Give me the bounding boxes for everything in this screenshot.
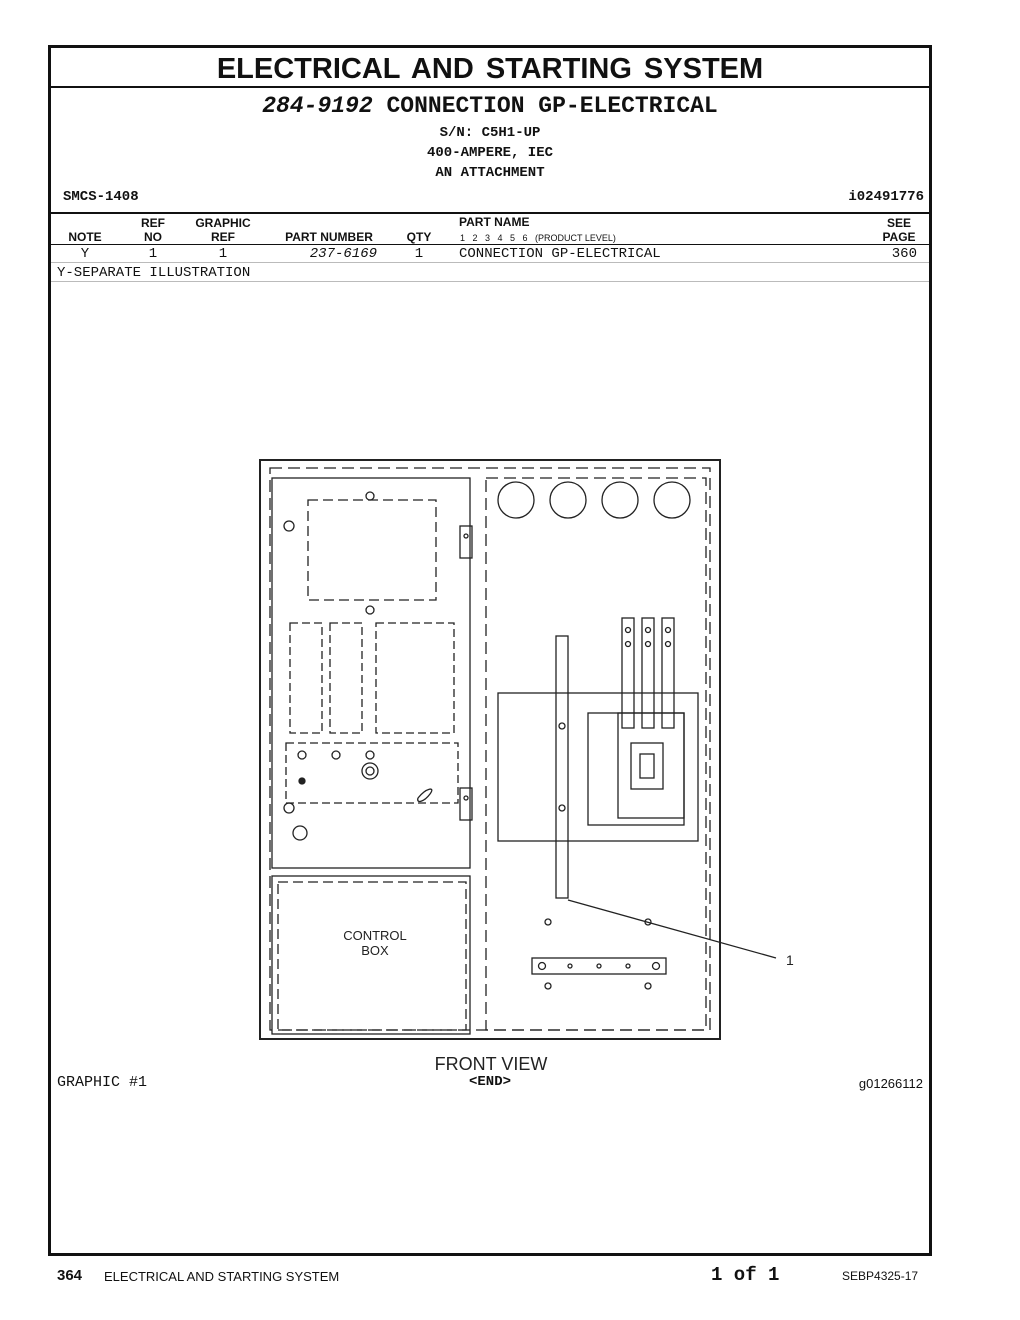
footer-section: ELECTRICAL AND STARTING SYSTEM [104, 1269, 340, 1284]
col-product-levels: 1 2 3 4 5 6 (PRODUCT LEVEL) [460, 233, 616, 243]
group-title: 284-9192 CONNECTION GP-ELECTRICAL [51, 92, 929, 120]
footer-page-of: 1 of 1 [711, 1264, 780, 1286]
page-frame: ELECTRICAL AND STARTING SYSTEM 284-9192 … [48, 45, 932, 1256]
row-qty: 1 [414, 246, 424, 262]
row-see-page: 360 [891, 246, 917, 262]
illustration-id: i02491776 [848, 189, 924, 205]
table-header-bottom-rule [51, 244, 929, 245]
control-box-label-1: CONTROL [343, 928, 407, 943]
row-part-number: 237-6169 [309, 246, 377, 262]
end-marker: <END> [468, 1074, 511, 1090]
table-header-top-rule [51, 212, 929, 214]
spec-line: 400-AMPERE, IEC [426, 145, 554, 161]
smcs-code: SMCS-1408 [63, 189, 139, 205]
graphic-number: g01266112 [858, 1076, 923, 1091]
attachment-line: AN ATTACHMENT [435, 165, 545, 181]
col-part-number: PART NUMBER [285, 230, 373, 244]
row-divider [51, 262, 929, 263]
col-ref-no-2: NO [144, 230, 162, 244]
row-graphic-ref: 1 [218, 246, 228, 262]
group-name: CONNECTION GP-ELECTRICAL [386, 93, 718, 119]
col-see-page-1: SEE [886, 216, 911, 230]
section-title: ELECTRICAL AND STARTING SYSTEM [51, 52, 929, 88]
footer-page-number: 364 [57, 1267, 83, 1284]
row-ref-no: 1 [148, 246, 158, 262]
control-box-label-2: BOX [361, 943, 389, 958]
graphic-label: GRAPHIC #1 [57, 1074, 148, 1091]
col-see-page-2: PAGE [882, 230, 916, 244]
group-part-number: 284-9192 [262, 93, 373, 119]
row-note: Y [80, 246, 90, 262]
row-divider [51, 281, 929, 282]
col-ref-no-1: REF [141, 216, 165, 230]
callout-1: 1 [786, 952, 794, 968]
col-qty: QTY [406, 230, 432, 244]
note-y: Y-SEPARATE ILLUSTRATION [57, 265, 251, 281]
col-note: NOTE [68, 230, 102, 244]
view-label: FRONT VIEW [435, 1054, 548, 1074]
front-view-drawing: CONTROL BOX [259, 459, 794, 1074]
col-graphic-ref-2: REF [211, 230, 235, 244]
serial-number: S/N: C5H1-UP [439, 125, 541, 141]
col-part-name: PART NAME [459, 215, 530, 229]
col-graphic-ref-1: GRAPHIC [195, 216, 251, 230]
footer-doc-id: SEBP4325-17 [842, 1269, 919, 1283]
row-part-name: CONNECTION GP-ELECTRICAL [459, 246, 661, 262]
